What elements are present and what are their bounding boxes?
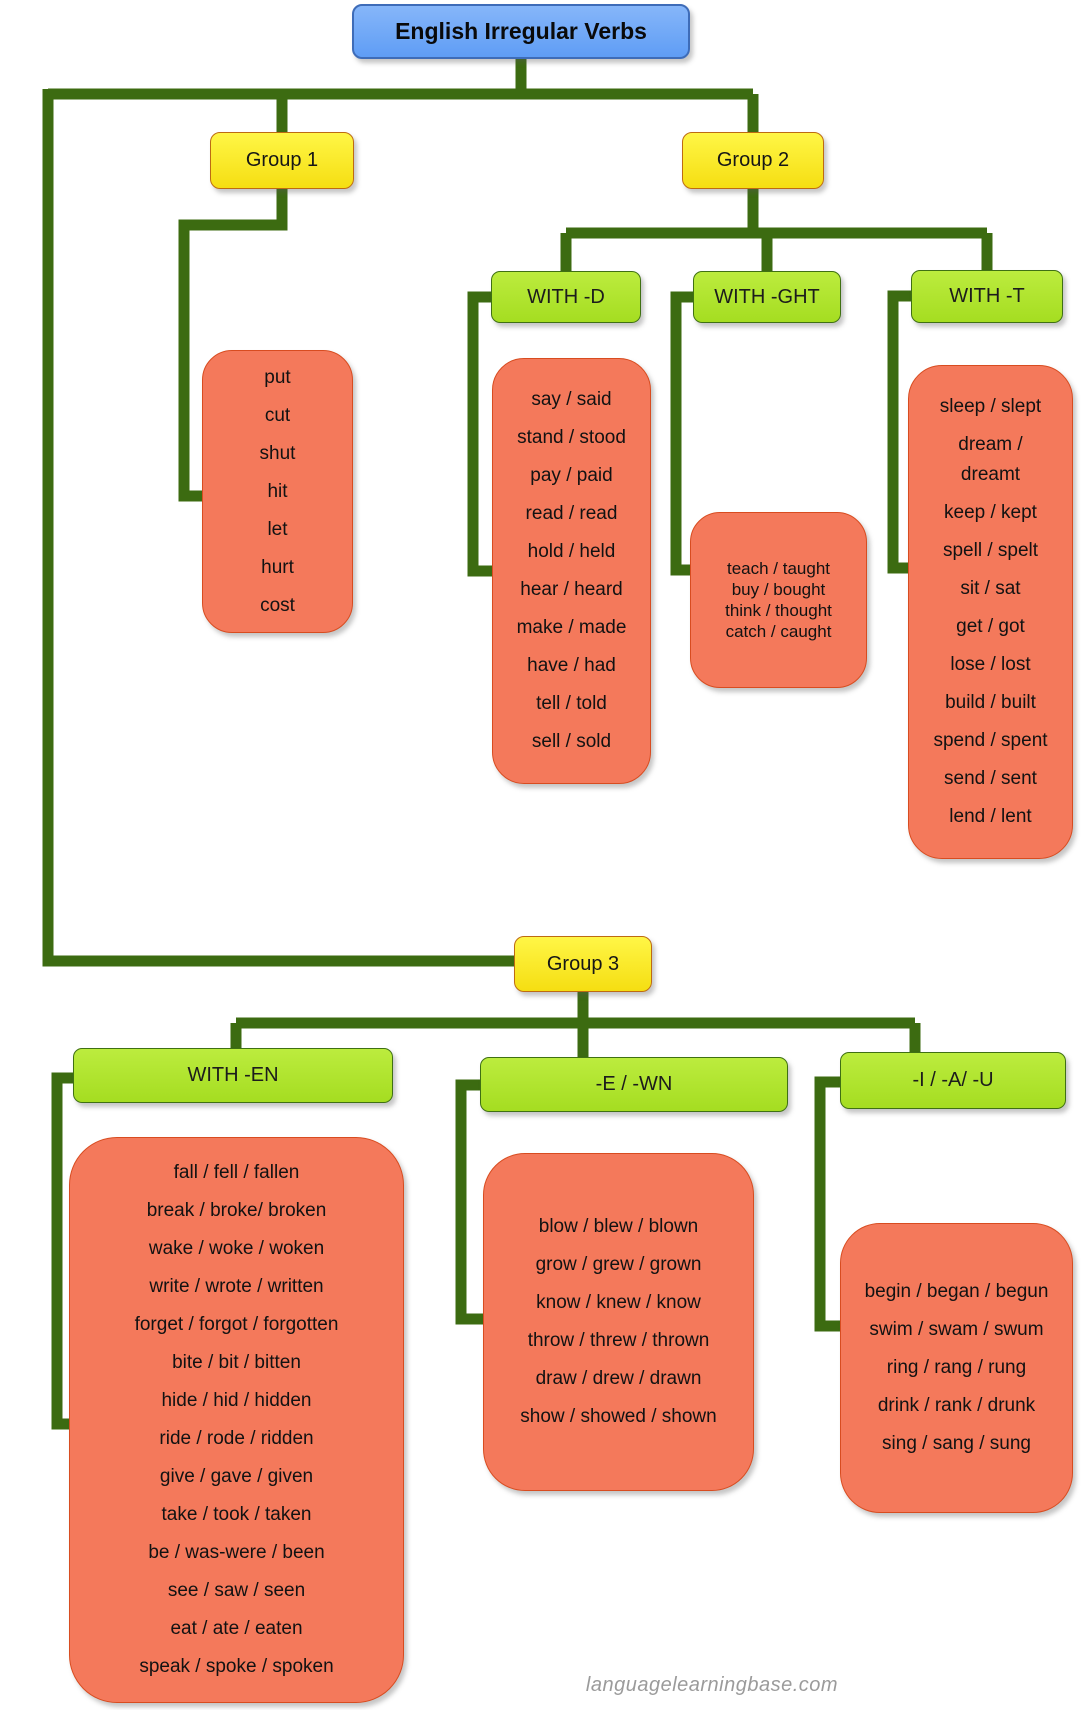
- verb-item: sell / sold: [531, 731, 612, 752]
- verb-item: spend / spent: [933, 730, 1048, 751]
- verb-item: see / saw / seen: [167, 1580, 306, 1601]
- verb-item: shut: [259, 442, 296, 464]
- verb-item: forget / forgot / forgotten: [134, 1314, 339, 1335]
- verb-list-with-d: say / said stand / stood pay / paid read / …: [492, 358, 651, 784]
- verb-item: stand / stood: [517, 427, 626, 448]
- verb-item: sit / sat: [960, 578, 1021, 599]
- verb-item: sing / sang / sung: [882, 1433, 1031, 1454]
- verb-item: hold / held: [527, 541, 616, 562]
- verb-item: throw / threw / thrown: [527, 1330, 710, 1351]
- verb-list-with-en: fall / fell / fallen break / broke/ broke…: [69, 1137, 404, 1703]
- category-header-with-d: WITH -D: [491, 271, 641, 323]
- verb-item: wake / woke / woken: [148, 1238, 325, 1259]
- verb-item: be / was-were / been: [148, 1542, 325, 1563]
- category-header-e-wn: -E / -WN: [480, 1057, 788, 1112]
- verb-item: hide / hid / hidden: [161, 1390, 312, 1411]
- verb-item: grow / grew / grown: [535, 1254, 702, 1275]
- verb-item: read / read: [525, 503, 618, 524]
- category-header-i-a-u: -I / -A/ -U: [840, 1052, 1066, 1109]
- verb-item: bite / bit / bitten: [172, 1352, 301, 1373]
- verb-list-e-wn: blow / blew / blown grow / grew / grown kn…: [483, 1153, 754, 1491]
- verb-list-i-a-u: begin / began / begun swim / swam / swum r…: [840, 1223, 1073, 1513]
- verb-item: break / broke/ broken: [146, 1200, 327, 1221]
- verb-item: make / made: [516, 617, 627, 638]
- verb-item: ring / rang / rung: [886, 1357, 1027, 1378]
- verb-item: ride / rode / ridden: [159, 1428, 314, 1449]
- verb-list-group1: put cut shut hit let hurt cost: [202, 350, 353, 633]
- category-header-with-ght: WITH -GHT: [693, 271, 841, 323]
- verb-item: dream / dreamt: [958, 434, 1023, 485]
- verb-item: blow / blew / blown: [538, 1216, 699, 1237]
- group-2-box: Group 2: [682, 132, 824, 189]
- verb-item: drink / rank / drunk: [877, 1395, 1036, 1416]
- verb-item: hear / heard: [520, 579, 623, 600]
- verb-item: lose / lost: [950, 654, 1031, 675]
- verb-item: buy / bought: [731, 580, 826, 599]
- verb-item: think / thought: [725, 601, 832, 620]
- verb-item: cut: [264, 404, 291, 426]
- verb-item: send / sent: [944, 768, 1037, 789]
- verb-item: put: [264, 366, 291, 388]
- verb-item: speak / spoke / spoken: [139, 1656, 334, 1677]
- verb-list-with-ght: teach / taught buy / bought think / though…: [690, 512, 867, 688]
- verb-item: take / took / taken: [161, 1504, 312, 1525]
- category-header-with-en: WITH -EN: [73, 1048, 393, 1103]
- verb-item: write / wrote / written: [149, 1276, 324, 1297]
- verb-item: keep / kept: [944, 502, 1037, 523]
- verb-item: have / had: [527, 655, 616, 676]
- verb-item: build / built: [945, 692, 1036, 713]
- verb-item: fall / fell / fallen: [173, 1162, 300, 1183]
- verb-item: swim / swam / swum: [869, 1319, 1044, 1340]
- category-header-with-t: WITH -T: [911, 270, 1063, 323]
- verb-item: tell / told: [536, 693, 607, 714]
- verb-item: spell / spelt: [942, 540, 1039, 561]
- title-box: English Irregular Verbs: [352, 4, 690, 59]
- verb-item: catch / caught: [725, 622, 832, 641]
- verb-item: get / got: [956, 616, 1025, 637]
- verb-item: say / said: [531, 389, 612, 410]
- verb-item: draw / drew / drawn: [535, 1368, 702, 1389]
- verb-item: eat / ate / eaten: [170, 1618, 303, 1639]
- watermark: languagelearningbase.com: [585, 1674, 839, 1696]
- verb-item: begin / began / begun: [864, 1281, 1049, 1302]
- verb-item: lend / lent: [949, 806, 1032, 827]
- verb-item: teach / taught: [726, 559, 831, 578]
- verb-list-with-t: sleep / slept dream / dreamt keep / kept sp…: [908, 365, 1073, 859]
- group-1-box: Group 1: [210, 132, 354, 189]
- verb-item: let: [267, 518, 288, 540]
- verb-item: pay / paid: [530, 465, 613, 486]
- verb-item: cost: [260, 594, 295, 616]
- group-3-box: Group 3: [514, 936, 652, 992]
- verb-item: hit: [267, 480, 288, 502]
- verb-item: sleep / slept: [939, 396, 1042, 417]
- verb-item: give / gave / given: [159, 1466, 314, 1487]
- verb-item: hurt: [261, 556, 294, 578]
- verb-item: know / knew / know: [536, 1292, 701, 1313]
- verb-item: show / showed / shown: [520, 1406, 717, 1427]
